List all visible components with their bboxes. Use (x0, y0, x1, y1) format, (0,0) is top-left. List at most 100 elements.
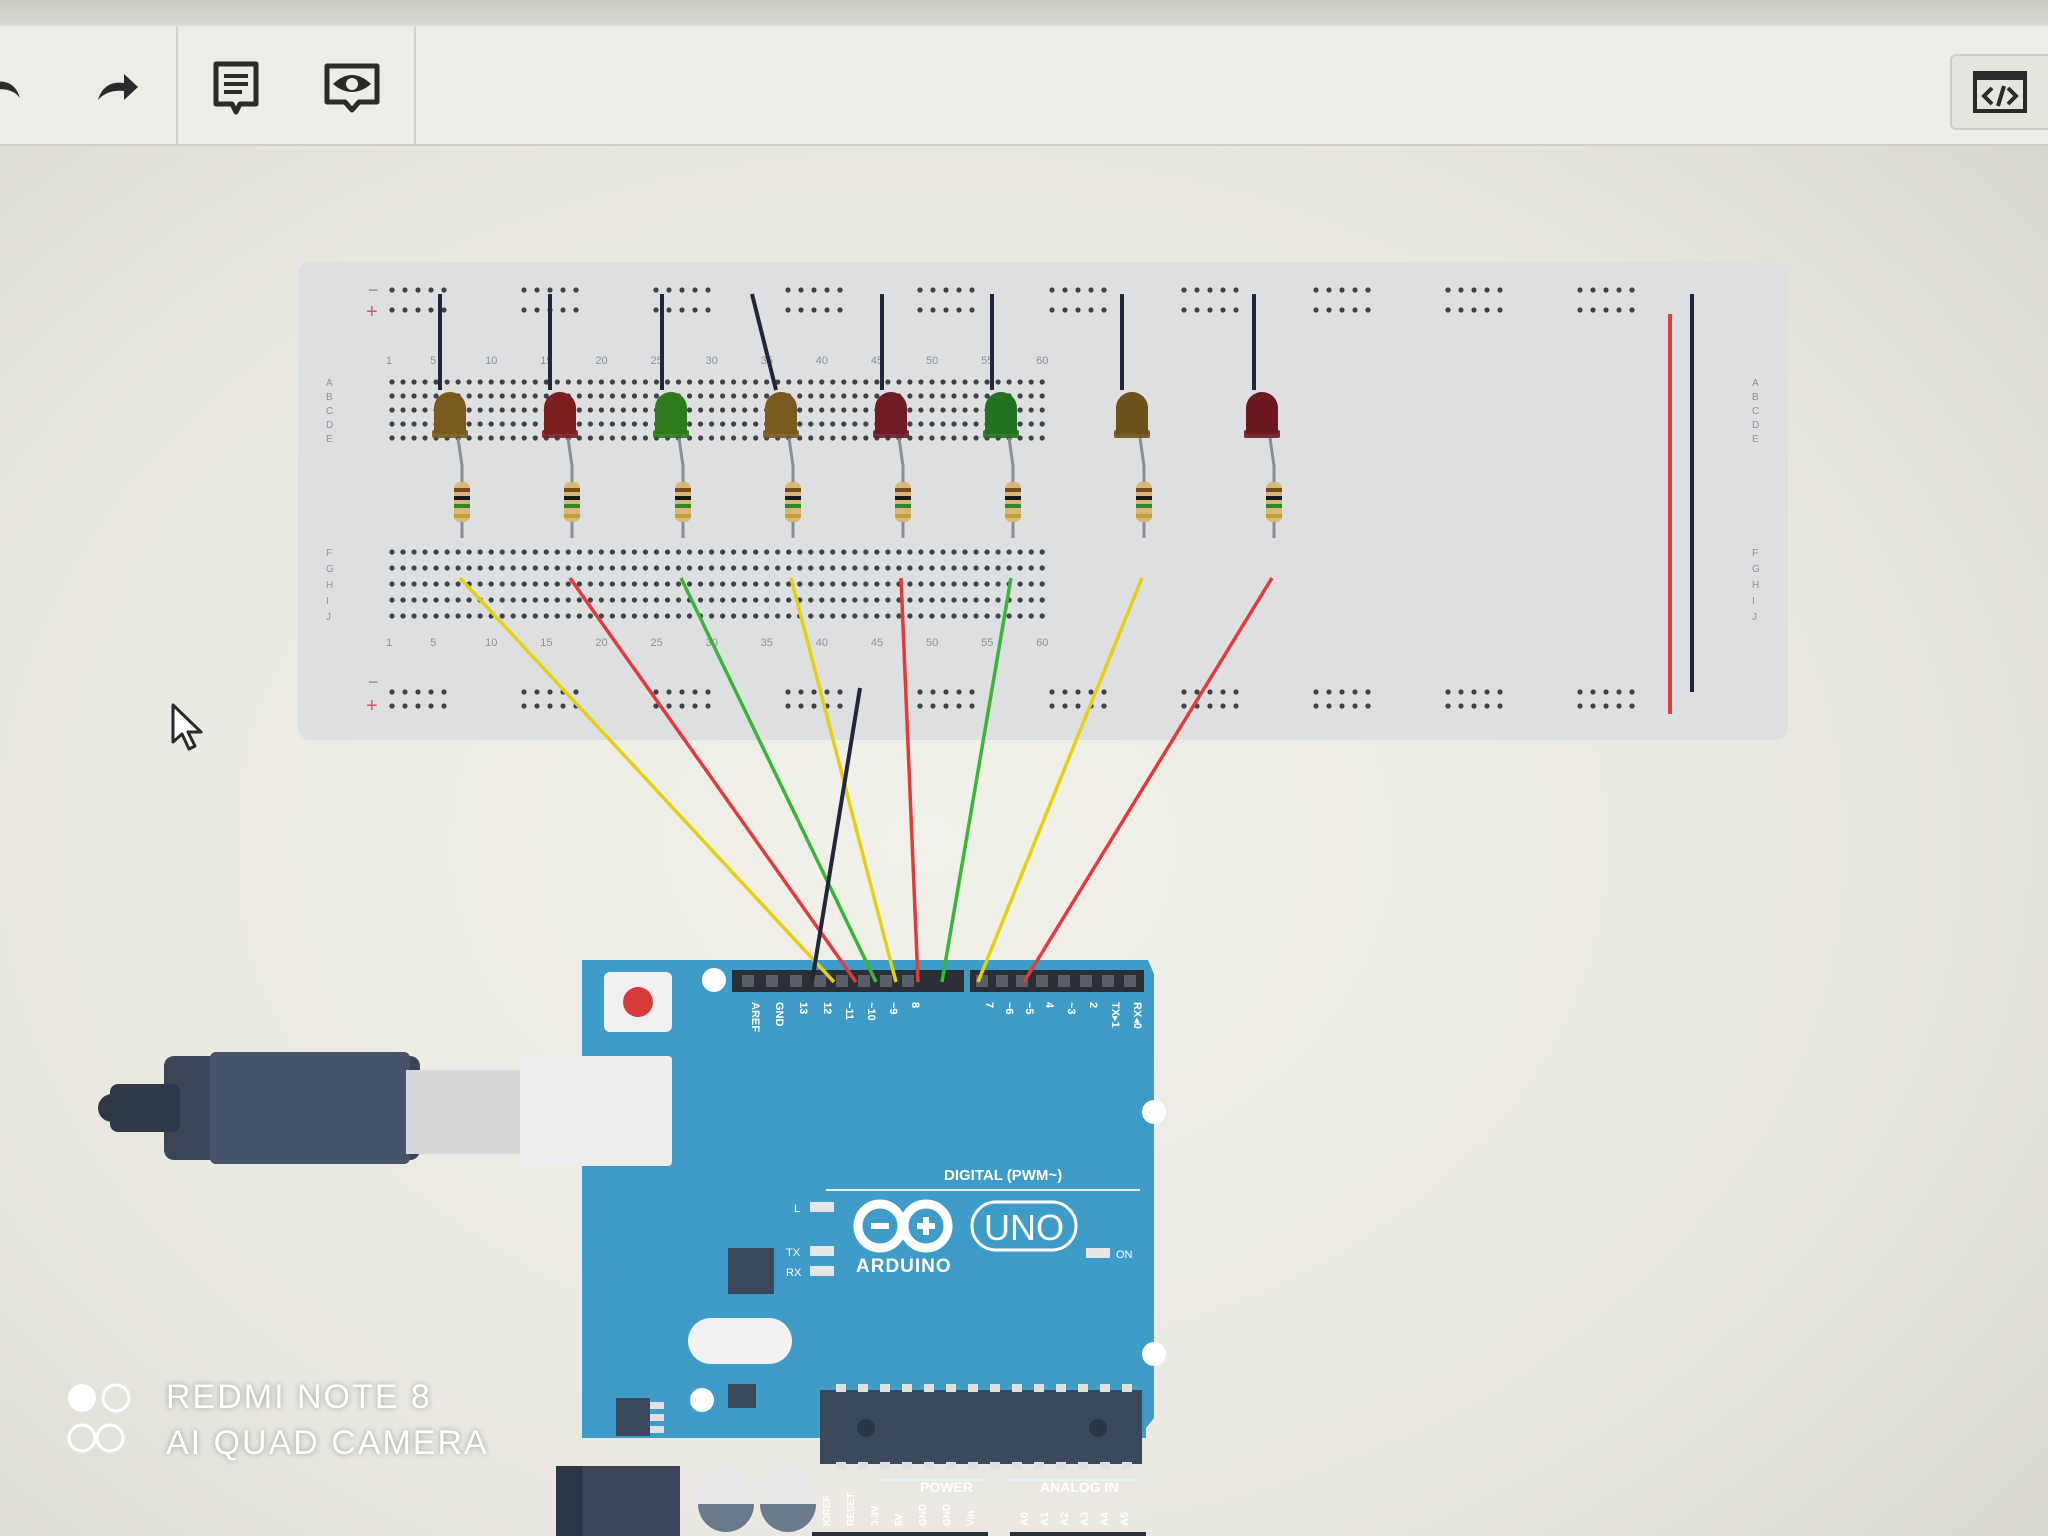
breadboard-hole[interactable] (956, 689, 962, 695)
breadboard-hole[interactable] (510, 393, 516, 399)
breadboard-hole[interactable] (874, 581, 880, 587)
breadboard-hole[interactable] (1484, 287, 1490, 293)
breadboard-hole[interactable] (896, 549, 902, 555)
breadboard[interactable] (298, 262, 1788, 740)
breadboard-hole[interactable] (995, 597, 1001, 603)
breadboard-hole[interactable] (455, 597, 461, 603)
breadboard-hole[interactable] (411, 379, 417, 385)
breadboard-hole[interactable] (428, 307, 434, 313)
breadboard-hole[interactable] (609, 549, 616, 555)
breadboard-hole[interactable] (488, 597, 494, 603)
breadboard-hole[interactable] (819, 407, 825, 413)
breadboard-hole[interactable] (697, 407, 704, 413)
breadboard-hole[interactable] (798, 689, 804, 695)
breadboard-hole[interactable] (697, 597, 704, 603)
breadboard-hole[interactable] (742, 435, 748, 441)
breadboard-hole[interactable] (631, 581, 638, 587)
breadboard-hole[interactable] (576, 379, 582, 385)
breadboard-hole[interactable] (720, 549, 726, 555)
breadboard-hole[interactable] (573, 307, 579, 313)
breadboard-hole[interactable] (863, 581, 869, 587)
breadboard-hole[interactable] (940, 581, 946, 587)
breadboard-hole[interactable] (786, 379, 792, 385)
digital-pin[interactable] (1058, 975, 1070, 987)
breadboard-hole[interactable] (1233, 287, 1239, 293)
breadboard-hole[interactable] (389, 435, 395, 441)
breadboard-hole[interactable] (731, 407, 737, 413)
breadboard-hole[interactable] (620, 407, 627, 413)
breadboard-hole[interactable] (753, 549, 759, 555)
breadboard-hole[interactable] (560, 307, 566, 313)
led[interactable] (873, 392, 909, 467)
breadboard-hole[interactable] (819, 549, 825, 555)
breadboard-hole[interactable] (653, 379, 660, 385)
breadboard-hole[interactable] (811, 307, 817, 313)
breadboard-hole[interactable] (664, 549, 671, 555)
breadboard-hole[interactable] (389, 407, 395, 413)
breadboard-hole[interactable] (573, 287, 579, 293)
breadboard-hole[interactable] (576, 435, 582, 441)
breadboard-hole[interactable] (697, 549, 704, 555)
breadboard-hole[interactable] (534, 703, 540, 709)
breadboard-hole[interactable] (466, 421, 472, 427)
breadboard-hole[interactable] (940, 393, 946, 399)
breadboard-hole[interactable] (609, 393, 616, 399)
breadboard-hole[interactable] (521, 703, 527, 709)
visibility-button[interactable] (320, 56, 384, 120)
breadboard-hole[interactable] (841, 581, 847, 587)
breadboard-hole[interactable] (1017, 421, 1023, 427)
breadboard-hole[interactable] (532, 379, 538, 385)
breadboard-hole[interactable] (708, 379, 715, 385)
breadboard-hole[interactable] (389, 613, 395, 619)
circuit-drawing[interactable]: 1155101015152020252530303535404045455050… (0, 146, 2048, 1536)
breadboard-hole[interactable] (863, 435, 869, 441)
breadboard-hole[interactable] (973, 549, 979, 555)
breadboard-hole[interactable] (565, 613, 571, 619)
breadboard-hole[interactable] (488, 435, 494, 441)
breadboard-hole[interactable] (708, 549, 715, 555)
led[interactable] (983, 392, 1019, 467)
breadboard-hole[interactable] (1017, 565, 1023, 571)
breadboard-hole[interactable] (532, 597, 538, 603)
breadboard-hole[interactable] (1006, 379, 1012, 385)
breadboard-hole[interactable] (874, 597, 880, 603)
breadboard-hole[interactable] (896, 379, 902, 385)
breadboard-hole[interactable] (1028, 379, 1034, 385)
breadboard-hole[interactable] (1339, 287, 1345, 293)
breadboard-hole[interactable] (444, 565, 450, 571)
breadboard-hole[interactable] (1039, 421, 1045, 427)
digital-pin[interactable] (1080, 975, 1092, 987)
breadboard-hole[interactable] (466, 549, 472, 555)
digital-pin[interactable] (1036, 975, 1048, 987)
breadboard-hole[interactable] (984, 549, 990, 555)
breadboard-hole[interactable] (697, 581, 704, 587)
breadboard-hole[interactable] (951, 581, 957, 587)
breadboard-hole[interactable] (598, 421, 604, 427)
breadboard-hole[interactable] (917, 703, 923, 709)
breadboard-hole[interactable] (576, 597, 582, 603)
breadboard-hole[interactable] (422, 565, 428, 571)
breadboard-hole[interactable] (620, 597, 627, 603)
breadboard-hole[interactable] (1194, 307, 1200, 313)
breadboard-hole[interactable] (995, 379, 1001, 385)
breadboard-hole[interactable] (742, 421, 748, 427)
breadboard-hole[interactable] (731, 393, 737, 399)
breadboard-hole[interactable] (642, 379, 649, 385)
breadboard-hole[interactable] (841, 597, 847, 603)
breadboard-hole[interactable] (1028, 581, 1034, 587)
breadboard-hole[interactable] (940, 407, 946, 413)
breadboard-hole[interactable] (433, 379, 439, 385)
breadboard-hole[interactable] (940, 613, 946, 619)
breadboard-hole[interactable] (775, 379, 781, 385)
breadboard-hole[interactable] (499, 549, 505, 555)
breadboard-hole[interactable] (666, 703, 672, 709)
breadboard-hole[interactable] (534, 307, 540, 313)
breadboard-hole[interactable] (560, 703, 566, 709)
breadboard-hole[interactable] (852, 379, 858, 385)
breadboard-hole[interactable] (819, 421, 825, 427)
breadboard-hole[interactable] (576, 393, 582, 399)
breadboard-hole[interactable] (1603, 689, 1609, 695)
breadboard-hole[interactable] (422, 549, 428, 555)
breadboard-hole[interactable] (929, 597, 935, 603)
breadboard-hole[interactable] (786, 549, 792, 555)
